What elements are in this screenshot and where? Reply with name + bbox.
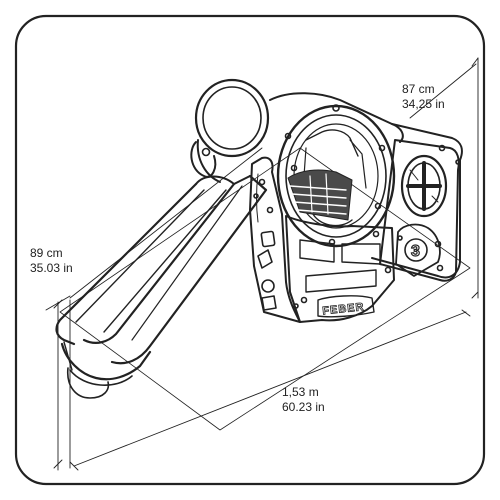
depth-imperial: 34,25 in xyxy=(402,97,445,111)
panel-number: 3 xyxy=(411,243,420,260)
hardware-screws xyxy=(253,132,382,210)
number-panel xyxy=(395,223,444,277)
width-label: 1,53 m 60.23 in xyxy=(282,385,325,415)
depth-label: 87 cm 34,25 in xyxy=(402,82,445,112)
rear-body xyxy=(269,92,463,279)
right-panel xyxy=(379,139,461,282)
height-label: 89 cm 35.03 in xyxy=(30,246,73,276)
rear-ring xyxy=(190,78,270,183)
front-lower-panel xyxy=(285,215,395,323)
interior-steps xyxy=(287,169,353,221)
rounded-frame xyxy=(14,14,486,486)
brand-logo: FEBER xyxy=(322,301,365,317)
slide xyxy=(55,174,268,399)
width-metric: 1,53 m xyxy=(282,385,319,399)
height-metric: 89 cm xyxy=(30,246,63,260)
height-imperial: 35.03 in xyxy=(30,261,73,275)
width-imperial: 60.23 in xyxy=(282,400,325,414)
depth-metric: 87 cm xyxy=(402,82,435,96)
